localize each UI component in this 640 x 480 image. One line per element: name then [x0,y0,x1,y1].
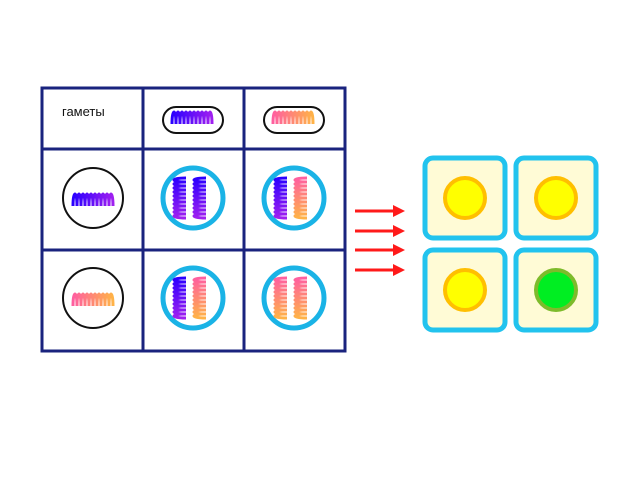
gametes-header-label: гаметы [62,104,105,119]
pea-yellow-icon [443,268,487,312]
offspring-cell-light-light [261,265,327,331]
chromosome-dark [172,276,187,320]
chromosome-light [273,276,288,320]
arrow-icon [355,264,405,276]
gamete-top-light [263,106,325,134]
pea-green-icon [534,268,578,312]
pea-yellow-icon [443,176,487,220]
phenotype-tile-yellow [422,155,508,241]
chromosome-dark [71,192,115,207]
chromosome-light [293,276,308,320]
offspring-cell-dark-light [160,265,226,331]
chromosome-light [192,276,207,320]
arrow-icon [355,205,405,217]
chromosome-light [271,110,315,125]
arrow-icon [355,244,405,256]
gamete-top-dark [162,106,224,134]
pea-yellow-icon [534,176,578,220]
chromosome-light [293,176,308,220]
chromosome-light [71,292,115,307]
phenotype-tile-yellow [422,247,508,333]
chromosome-dark [192,176,207,220]
chromosome-dark [170,110,214,125]
offspring-cell-dark-dark [160,165,226,231]
phenotype-tile-yellow [513,155,599,241]
gamete-left-light [62,267,124,329]
punnett-grid [40,86,347,353]
offspring-cell-dark-light [261,165,327,231]
arrow-icon [355,225,405,237]
arrows [355,205,405,276]
grid-border [40,86,347,353]
chromosome-dark [273,176,288,220]
gamete-left-dark [62,167,124,229]
chromosome-dark [172,176,187,220]
phenotype-tile-green [513,247,599,333]
